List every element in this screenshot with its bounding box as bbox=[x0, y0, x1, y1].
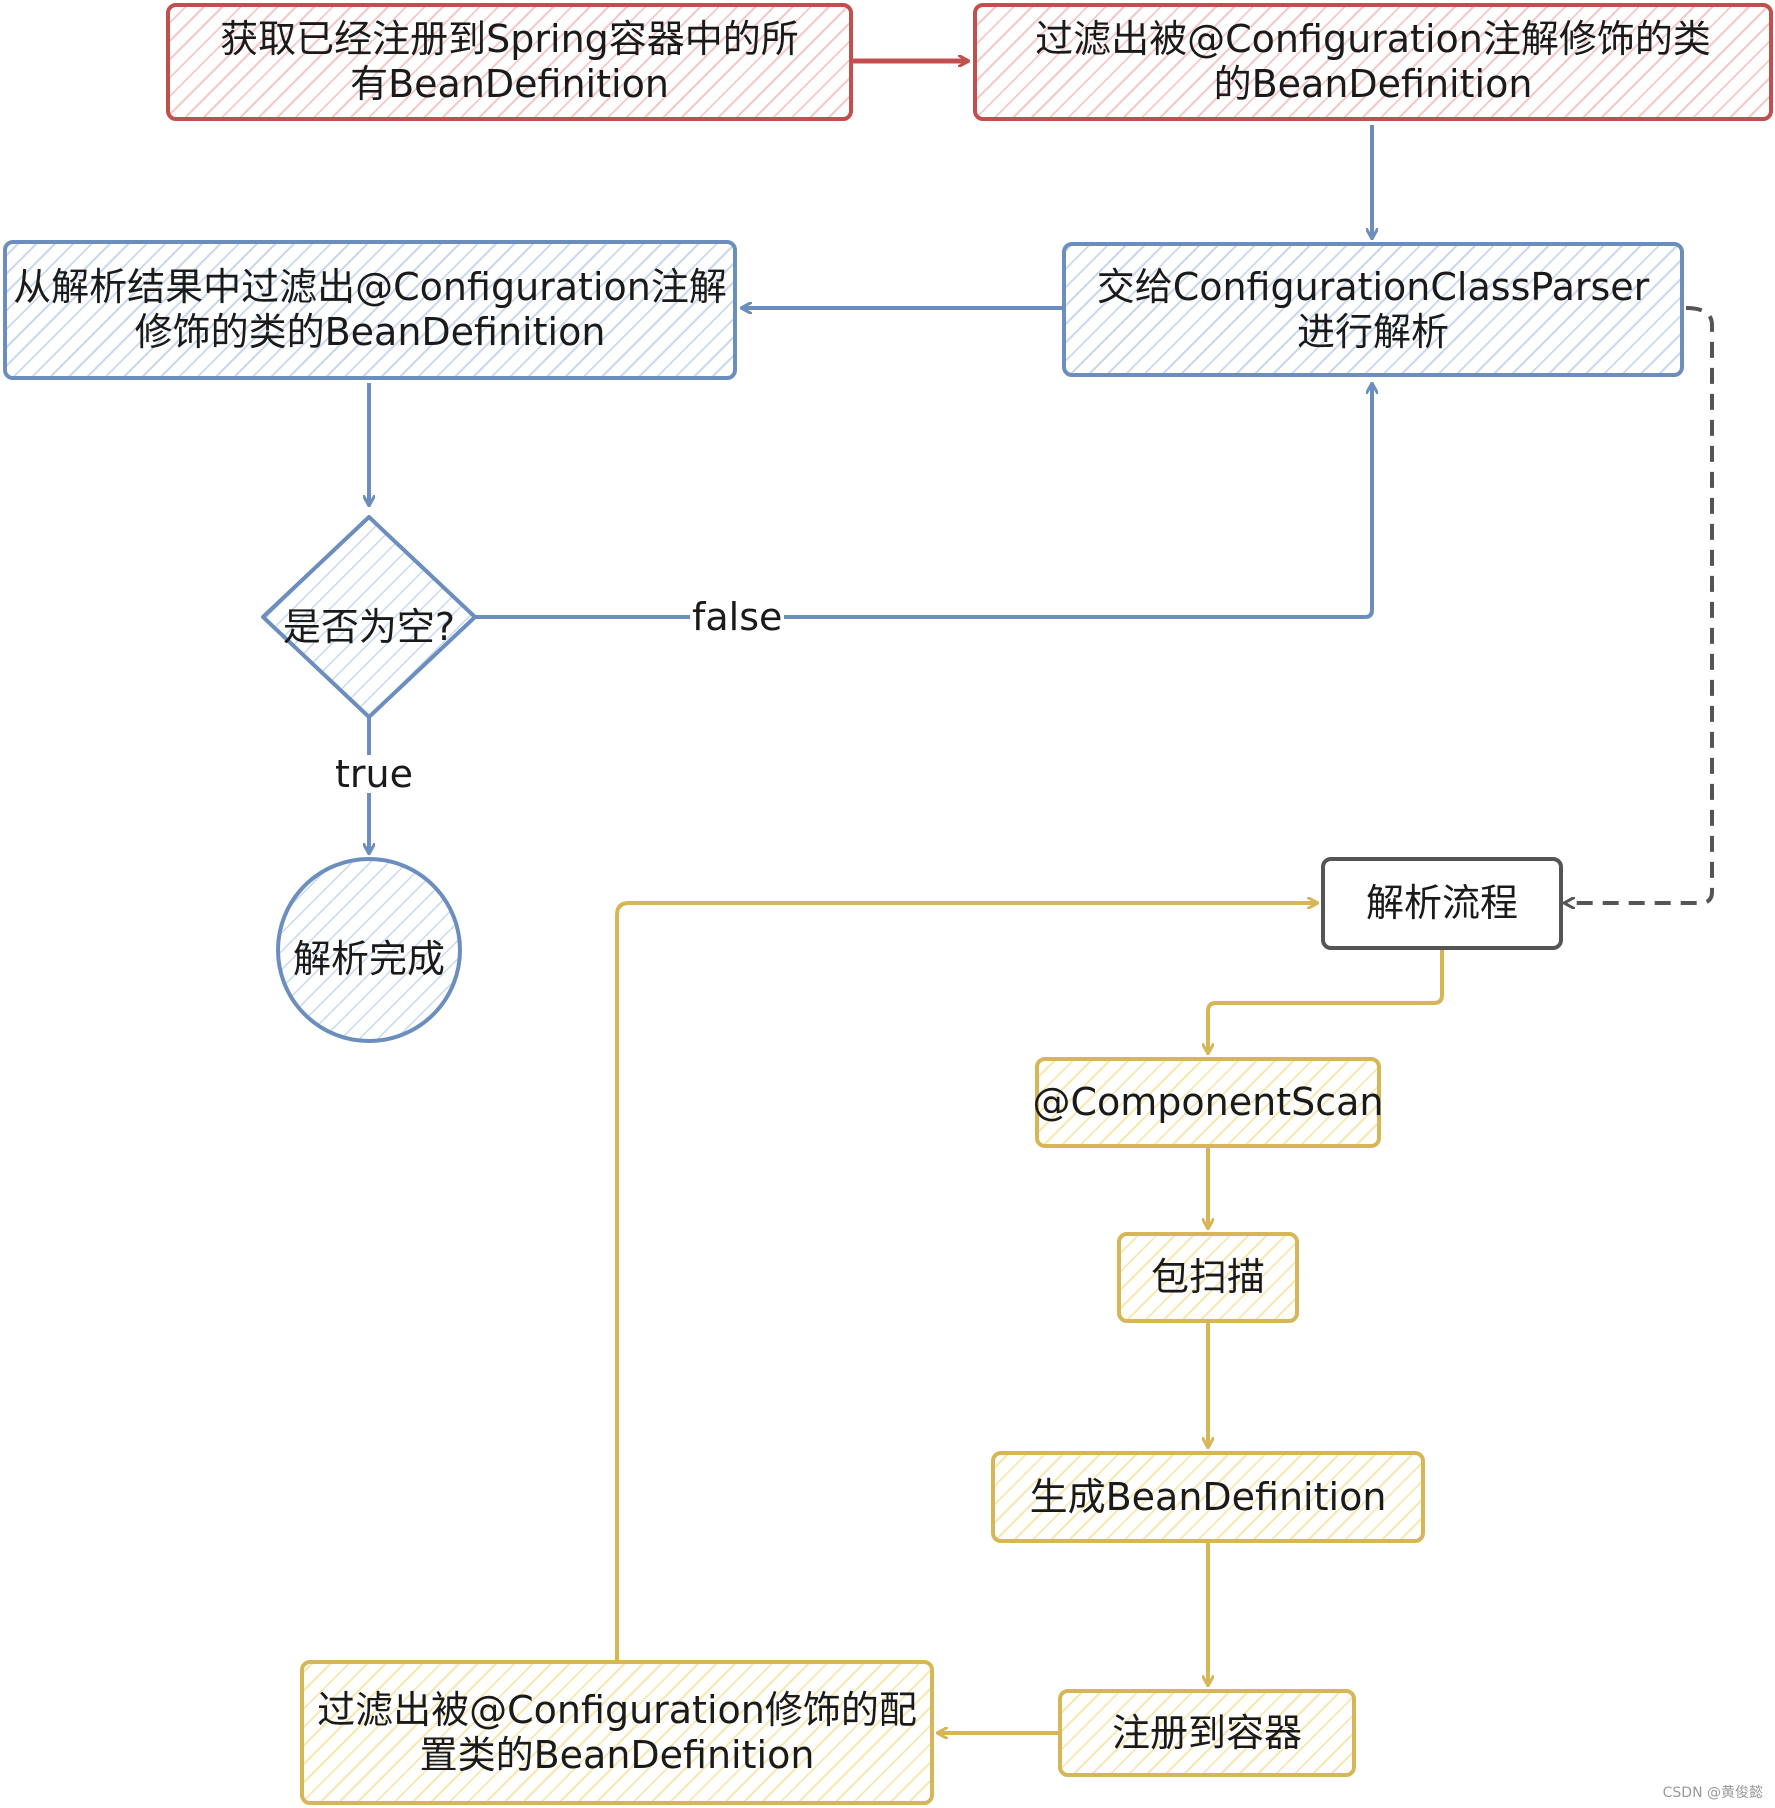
edge-label-true: true bbox=[333, 752, 415, 796]
node-package-scan: 包扫描 bbox=[1117, 1232, 1299, 1323]
node-filter-config-bd: 过滤出被@Configuration注解修饰的类的BeanDefinition bbox=[973, 3, 1773, 121]
node-register-label: 注册到容器 bbox=[1111, 1710, 1302, 1755]
decision-diamond bbox=[261, 515, 477, 719]
decision-label: 是否为空? bbox=[282, 605, 456, 649]
node-parse-flow-label: 解析流程 bbox=[1365, 881, 1518, 926]
done-label: 解析完成 bbox=[292, 937, 445, 981]
node-get-all-bd-label: 获取已经注册到Spring容器中的所有BeanDefinition bbox=[220, 17, 799, 106]
edge-filter-to-flow bbox=[615, 903, 1317, 1660]
node-component-scan: @ComponentScan bbox=[1032, 1057, 1384, 1148]
node-parser: 交给ConfigurationClassParser进行解析 bbox=[1062, 242, 1684, 377]
edge-flow-to-scan bbox=[1208, 950, 1444, 1053]
node-filter-result-label: 从解析结果中过滤出@Configuration注解修饰的类的BeanDefini… bbox=[13, 265, 727, 354]
node-register: 注册到容器 bbox=[1058, 1689, 1356, 1777]
node-component-scan-label: @ComponentScan bbox=[1032, 1080, 1384, 1125]
node-generate-bd-label: 生成BeanDefinition bbox=[1029, 1474, 1387, 1519]
node-parser-label: 交给ConfigurationClassParser进行解析 bbox=[1096, 264, 1650, 354]
node-filter-result: 从解析结果中过滤出@Configuration注解修饰的类的BeanDefini… bbox=[3, 240, 737, 380]
watermark: CSDN @黄俊懿 bbox=[1662, 1785, 1763, 1801]
edge-false-to-parser bbox=[475, 384, 1372, 619]
edge-parser-to-flow bbox=[1565, 306, 1714, 903]
node-filter-config-classes-label: 过滤出被@Configuration修饰的配置类的BeanDefinition bbox=[317, 1687, 917, 1777]
node-filter-config-bd-label: 过滤出被@Configuration注解修饰的类的BeanDefinition bbox=[1035, 17, 1711, 106]
node-filter-config-classes: 过滤出被@Configuration修饰的配置类的BeanDefinition bbox=[300, 1660, 934, 1805]
done-circle bbox=[276, 857, 462, 1043]
node-parse-flow: 解析流程 bbox=[1321, 857, 1563, 950]
node-generate-bd: 生成BeanDefinition bbox=[991, 1451, 1425, 1543]
edge-label-false: false bbox=[690, 595, 785, 639]
node-get-all-bd: 获取已经注册到Spring容器中的所有BeanDefinition bbox=[166, 3, 853, 121]
node-package-scan-label: 包扫描 bbox=[1150, 1255, 1265, 1300]
